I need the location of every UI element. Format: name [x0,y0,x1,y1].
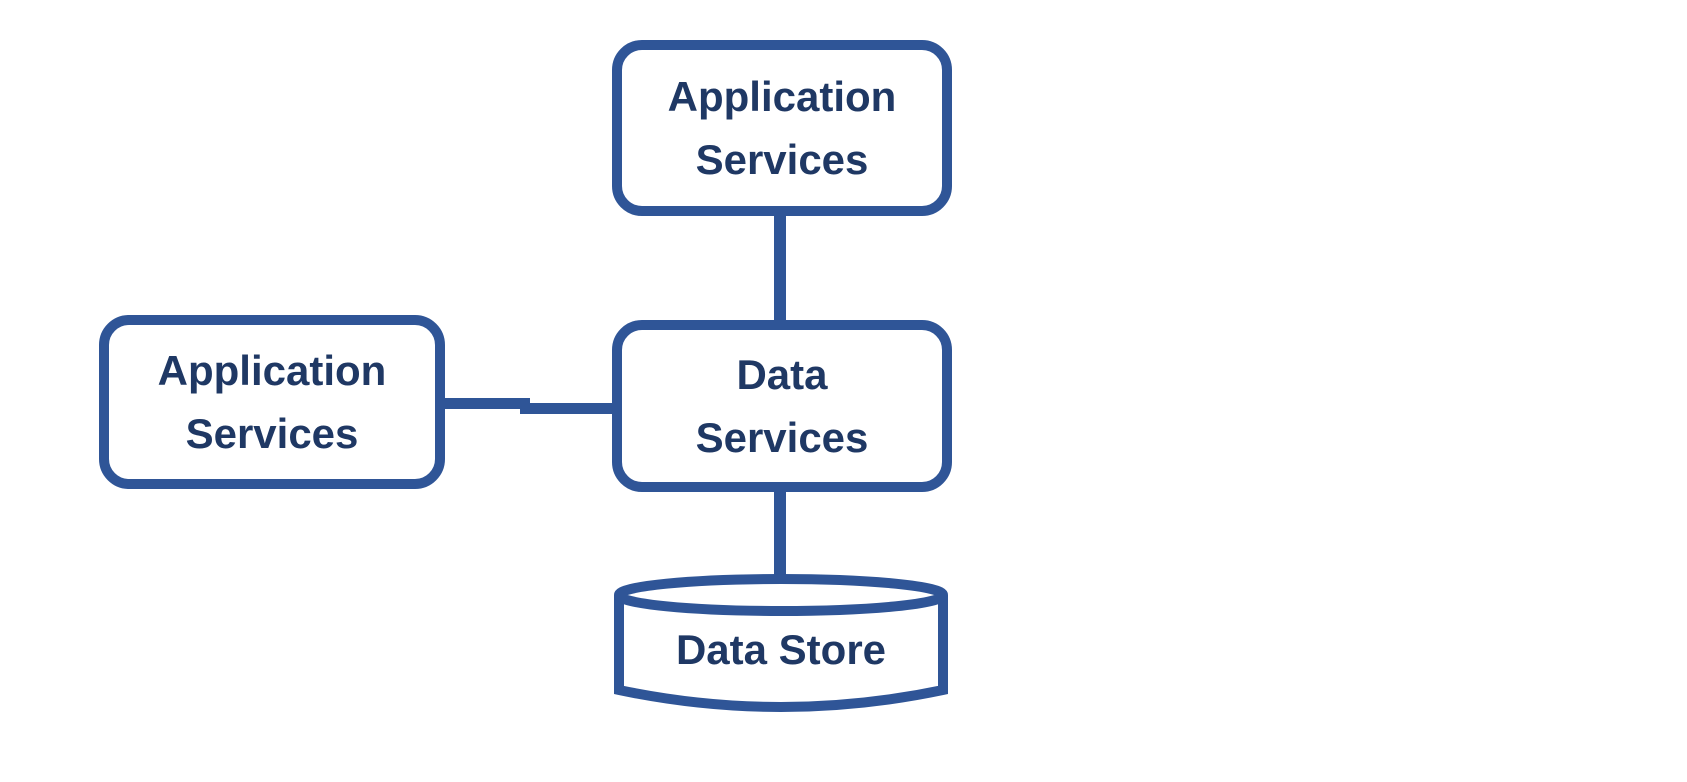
cylinder-top-ellipse [614,574,948,616]
node-label-line2: Services [695,136,869,183]
node-application-services-left: Application Services [99,315,445,489]
node-label-line2: Services [185,410,359,457]
connector-middle-to-datastore [774,486,786,588]
node-label-line1: Application [157,347,387,394]
connector-left-to-middle-segment-2 [520,403,618,414]
node-label-line1: Application [667,73,897,120]
node-data-store-cylinder: Data Store [612,574,950,726]
node-label-line1: Data [736,351,828,398]
connector-top-to-middle [774,208,786,326]
cylinder-shape-svg [614,574,948,712]
node-data-services: Data Services [612,320,952,492]
node-label-line2: Services [695,414,869,461]
cylinder-body-shape [614,595,948,712]
node-label: Data Store [675,626,887,673]
connector-left-to-middle-segment-1 [438,398,530,409]
node-application-services-top: Application Services [612,40,952,216]
